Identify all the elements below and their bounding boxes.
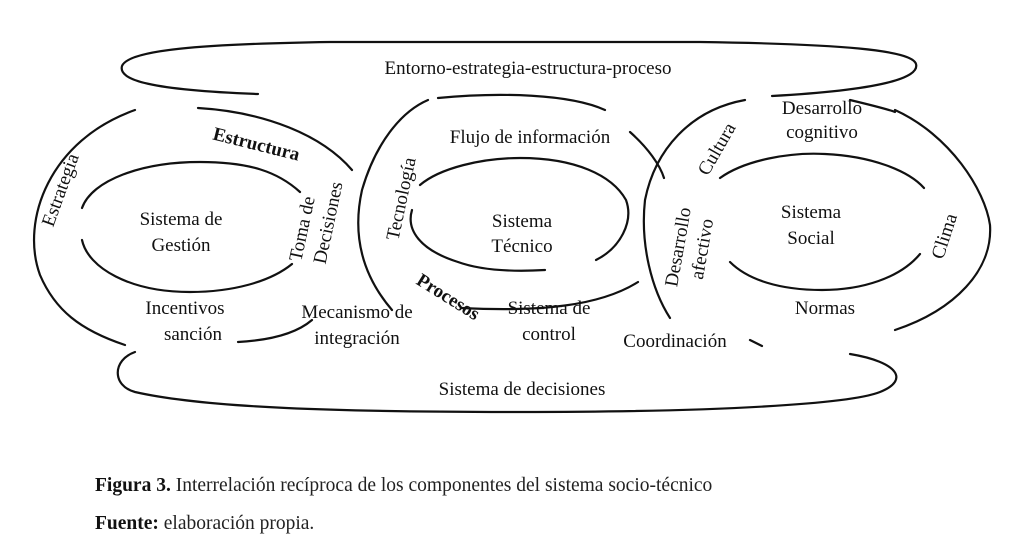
left-right-line-2: Decisiones <box>310 180 348 266</box>
middle-bottom-left-label: Procesos <box>413 270 484 325</box>
middle-outer-right-arc <box>628 130 666 180</box>
right-core-line-2: Social <box>787 228 835 249</box>
bottom-band-label: Sistema de decisiones <box>439 379 606 400</box>
left-outer-arc <box>32 108 137 347</box>
right-outer-right-label: Clima <box>928 210 962 261</box>
middle-inner-ellipse <box>409 156 630 272</box>
left-core-line-2: Gestión <box>151 235 211 256</box>
right-top-line-2: cognitivo <box>786 122 858 143</box>
middle-top-label: Flujo de información <box>450 127 611 148</box>
right-outer-top-arc <box>848 98 897 114</box>
right-top-line-1: Desarrollo <box>782 98 862 119</box>
middle-outer-top-arc <box>436 93 607 112</box>
figure-caption: Figura 3. Interrelación recíproca de los… <box>95 474 975 550</box>
left-core-line-1: Sistema de <box>140 209 223 230</box>
shared-integration-line-1: Mecanismo de <box>301 302 412 323</box>
bottom-band-outline <box>116 350 898 414</box>
middle-outer-bottom-arc <box>460 280 640 311</box>
right-inner-ellipse <box>718 152 926 292</box>
source-label: Fuente: <box>95 513 159 534</box>
right-bottom-label: Normas <box>795 298 855 319</box>
middle-core-line-2: Técnico <box>491 236 552 257</box>
top-band-label: Entorno-estrategia-estructura-proceso <box>385 58 672 79</box>
figure-text: Interrelación recíproca de los component… <box>170 475 713 496</box>
middle-outer-left-label: Tecnología <box>383 155 421 242</box>
socio-technical-diagram: Entorno-estrategia-estructura-proceso Si… <box>32 40 992 414</box>
right-bottom-dash <box>748 338 764 348</box>
top-band-outline <box>120 40 918 98</box>
figure-title: Figura 3. Interrelación recíproca de los… <box>95 474 975 498</box>
left-outer-top-label: Estructura <box>211 124 303 166</box>
figure-label: Figura 3. <box>95 475 171 496</box>
left-inner-ellipse <box>80 160 302 294</box>
middle-core-line-1: Sistema <box>492 211 553 232</box>
middle-bottom-line-1: Sistema de <box>508 298 591 319</box>
figure-source: Fuente: elaboración propia. <box>95 512 975 536</box>
source-text: elaboración propia. <box>158 513 315 534</box>
left-outer-top-arc <box>196 106 354 172</box>
left-bottom-line-2: sanción <box>164 324 223 345</box>
shared-integration-line-2: integración <box>314 328 400 349</box>
middle-outer-arc <box>357 98 430 312</box>
right-core-line-1: Sistema <box>781 202 842 223</box>
right-outer-right-arc <box>893 108 992 332</box>
right-bottom-left-label: Coordinación <box>623 331 727 352</box>
middle-bottom-line-2: control <box>522 324 576 345</box>
left-bottom-line-1: Incentivos <box>145 298 224 319</box>
right-outer-left-arc <box>642 98 747 320</box>
left-outer-bottom-arc <box>236 318 314 344</box>
